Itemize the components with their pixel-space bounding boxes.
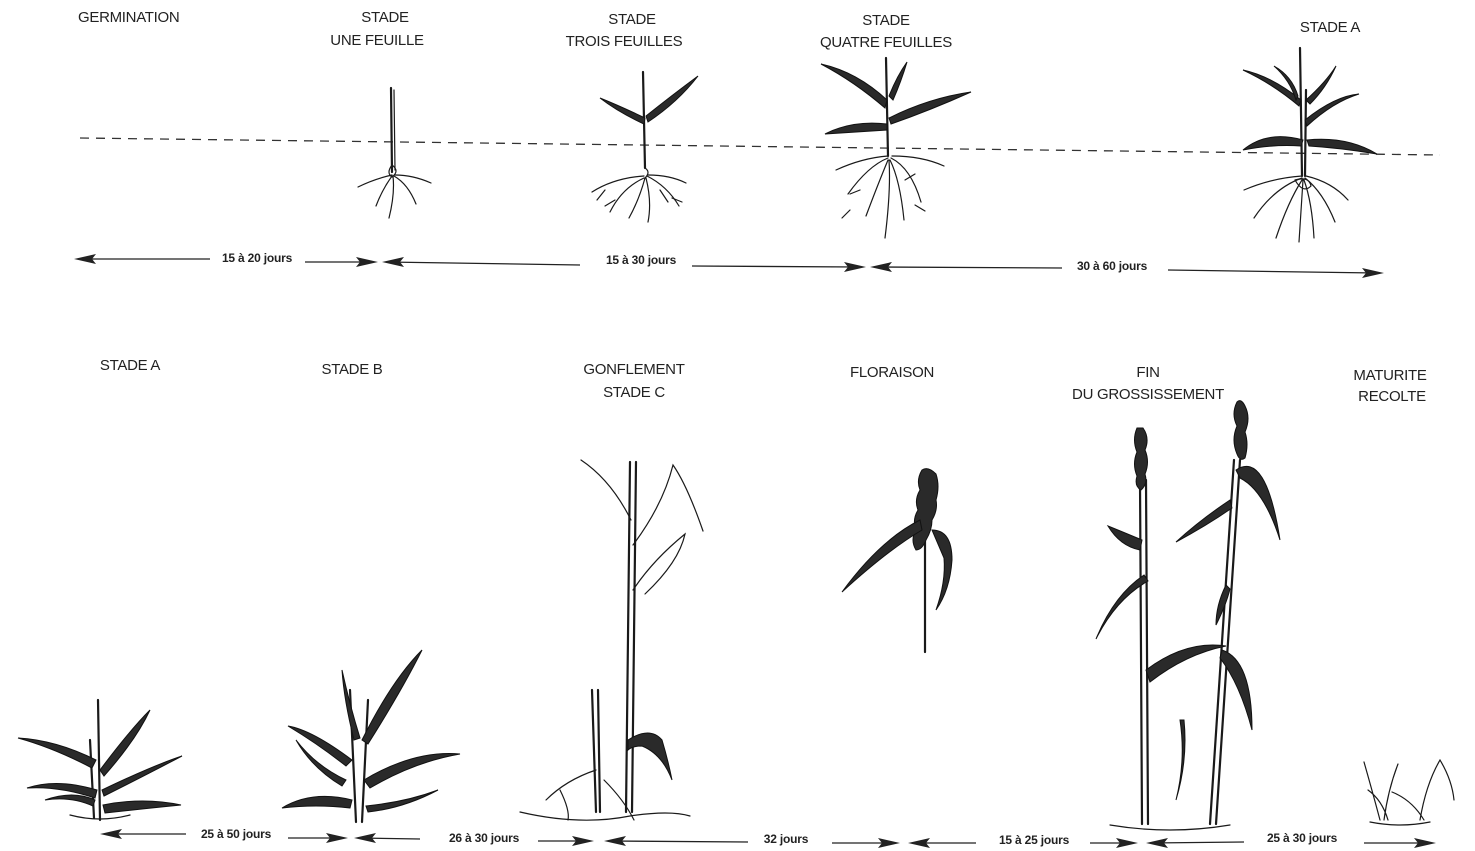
plant-three-leaves-illustration (592, 72, 698, 222)
duration-label-bottom-4: 15 à 25 jours (999, 833, 1070, 847)
duration-arrow-bottom-3 (604, 836, 900, 848)
duration-label-top-2: 15 à 30 jours (606, 253, 677, 267)
plant-maturity-harvest-illustration (1364, 760, 1454, 825)
duration-label-top-3: 30 à 60 jours (1077, 259, 1148, 273)
label-fin-l1: FIN (1136, 364, 1159, 381)
label-gonflement-l2: STADE C (603, 384, 665, 401)
duration-label-bottom-1: 25 à 50 jours (201, 827, 272, 841)
label-stade-quatre-feuilles-l1: STADE (862, 12, 910, 29)
label-stade-a-top: STADE A (1300, 19, 1360, 36)
soil-surface-line (80, 138, 1440, 155)
label-maturite-l1: MATURITE (1353, 367, 1426, 384)
plant-stage-a-top-illustration (1243, 48, 1377, 242)
label-floraison: FLORAISON (850, 364, 934, 381)
plant-one-leaf-illustration (358, 88, 431, 218)
plant-grain-filling-illustration (1096, 401, 1280, 830)
label-stade-une-feuille-l2: UNE FEUILLE (330, 32, 424, 49)
label-fin-l2: DU GROSSISSEMENT (1072, 386, 1224, 403)
label-germination: GERMINATION (78, 9, 179, 26)
plant-stage-a-bottom-illustration (18, 700, 182, 820)
plant-stage-b-illustration (282, 650, 460, 822)
duration-label-bottom-2: 26 à 30 jours (449, 831, 520, 845)
duration-label-bottom-3: 32 jours (764, 832, 809, 846)
label-stade-trois-feuilles-l2: TROIS FEUILLES (566, 33, 683, 50)
label-maturite-l2: RECOLTE (1358, 388, 1426, 405)
label-gonflement-l1: GONFLEMENT (583, 361, 684, 378)
label-stade-trois-feuilles-l1: STADE (608, 11, 656, 28)
duration-label-bottom-5: 25 à 30 jours (1267, 831, 1338, 845)
label-stade-quatre-feuilles-l2: QUATRE FEUILLES (820, 34, 952, 51)
duration-label-top-1: 15 à 20 jours (222, 251, 293, 265)
plant-booting-stage-c-illustration (520, 460, 703, 820)
plant-flowering-illustration (842, 469, 952, 652)
label-stade-a-bottom: STADE A (100, 357, 160, 374)
label-stade-b: STADE B (322, 361, 383, 378)
label-stade-une-feuille-l1: STADE (361, 9, 409, 26)
